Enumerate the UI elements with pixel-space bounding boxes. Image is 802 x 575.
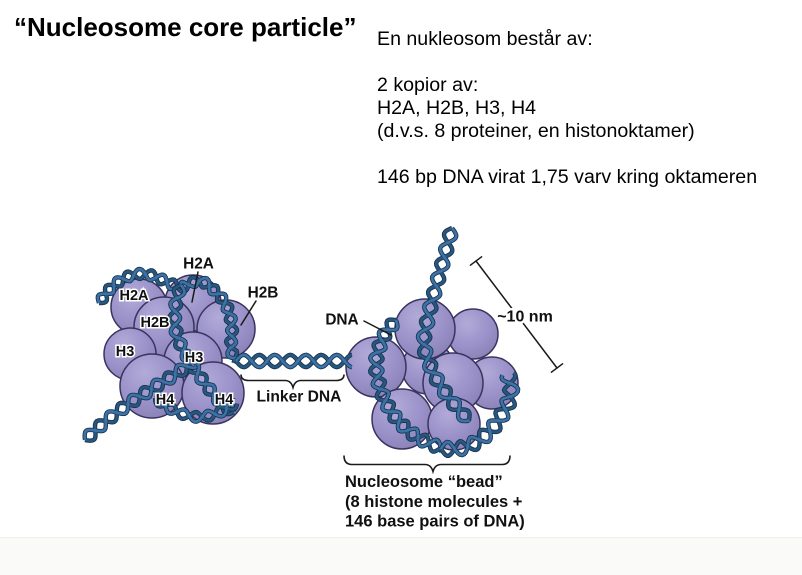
svg-text:H2A: H2A	[183, 256, 214, 273]
svg-text:DNA: DNA	[325, 312, 358, 329]
svg-text:(8 histone molecules +: (8 histone molecules +	[345, 493, 522, 511]
svg-text:H2B: H2B	[248, 285, 279, 302]
svg-text:146 base pairs of DNA): 146 base pairs of DNA)	[345, 513, 525, 531]
svg-text:H4: H4	[156, 392, 175, 408]
svg-text:Nucleosome “bead”: Nucleosome “bead”	[345, 473, 503, 491]
svg-text:~10 nm: ~10 nm	[497, 309, 553, 326]
svg-text:H3: H3	[185, 350, 204, 366]
svg-text:H3: H3	[116, 344, 135, 360]
svg-text:H2B: H2B	[140, 315, 169, 331]
svg-text:Linker DNA: Linker DNA	[257, 389, 342, 406]
svg-text:H4: H4	[215, 392, 234, 408]
svg-text:H2A: H2A	[119, 288, 149, 304]
